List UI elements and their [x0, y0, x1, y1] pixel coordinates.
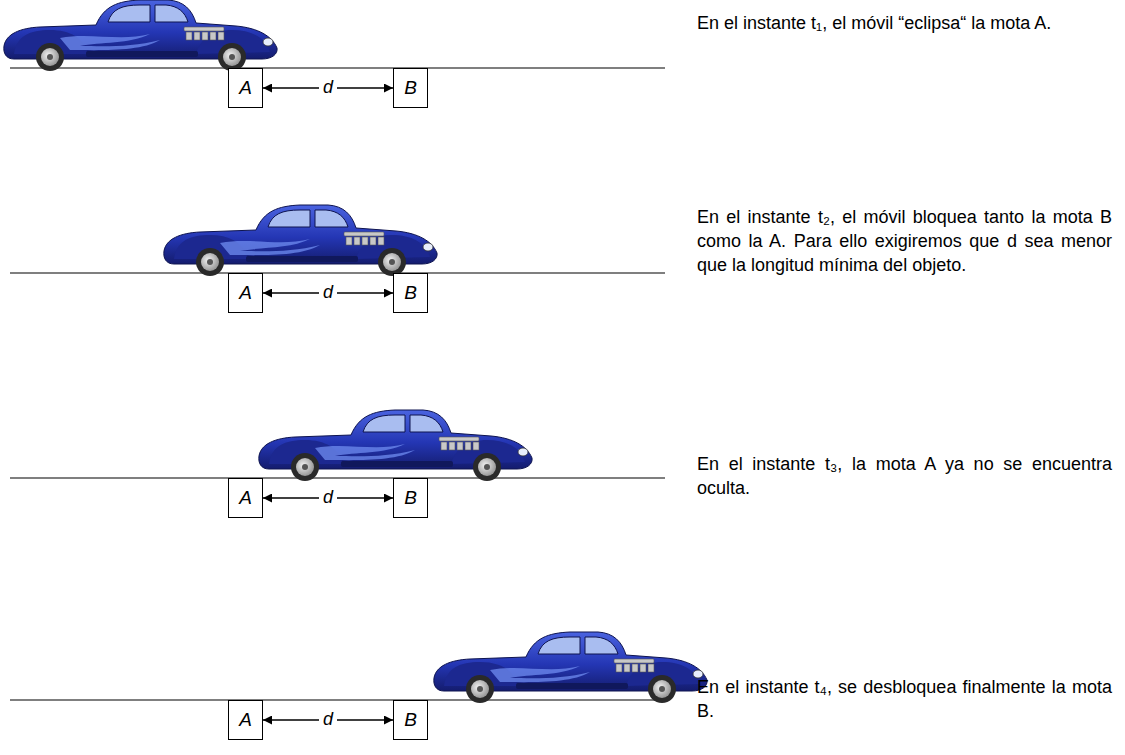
box-letter: A: [239, 488, 252, 509]
explanation-note: En el instante t₂, el móvil bloquea tant…: [697, 206, 1112, 277]
sensor-box: A: [228, 700, 263, 740]
box-letter: B: [404, 283, 417, 304]
explanation-note: En el instante t₄, se desbloquea finalme…: [697, 676, 1112, 724]
box-letter: A: [239, 710, 252, 731]
sensor-box: B: [393, 68, 428, 108]
car-illustration: [259, 410, 532, 481]
box-letter: A: [239, 283, 252, 304]
explanation-note: En el instante t₃, la mota A ya no se en…: [697, 453, 1112, 501]
distance-label: d: [319, 282, 337, 304]
distance-label: d: [319, 487, 337, 509]
ground-line: [10, 699, 665, 700]
distance-label: d: [319, 77, 337, 99]
sensor-box: B: [393, 700, 428, 740]
box-letter: B: [404, 78, 417, 99]
sensor-box: B: [393, 478, 428, 518]
sensor-box: B: [393, 273, 428, 313]
sensor-box: A: [228, 478, 263, 518]
ground-line: [10, 272, 665, 273]
box-letter: B: [404, 488, 417, 509]
box-letter: B: [404, 710, 417, 731]
car-illustration: [4, 0, 277, 71]
sensor-box: A: [228, 273, 263, 313]
box-letter: A: [239, 78, 252, 99]
distance-label: d: [319, 709, 337, 731]
sensor-box: A: [228, 68, 263, 108]
ground-line: [10, 477, 665, 478]
car-illustration: [164, 205, 437, 276]
car-illustration: [434, 632, 707, 703]
ground-line: [10, 67, 665, 68]
ground-lines: [10, 68, 665, 700]
explanation-note: En el instante t₁, el móvil “eclipsa“ la…: [697, 12, 1112, 36]
